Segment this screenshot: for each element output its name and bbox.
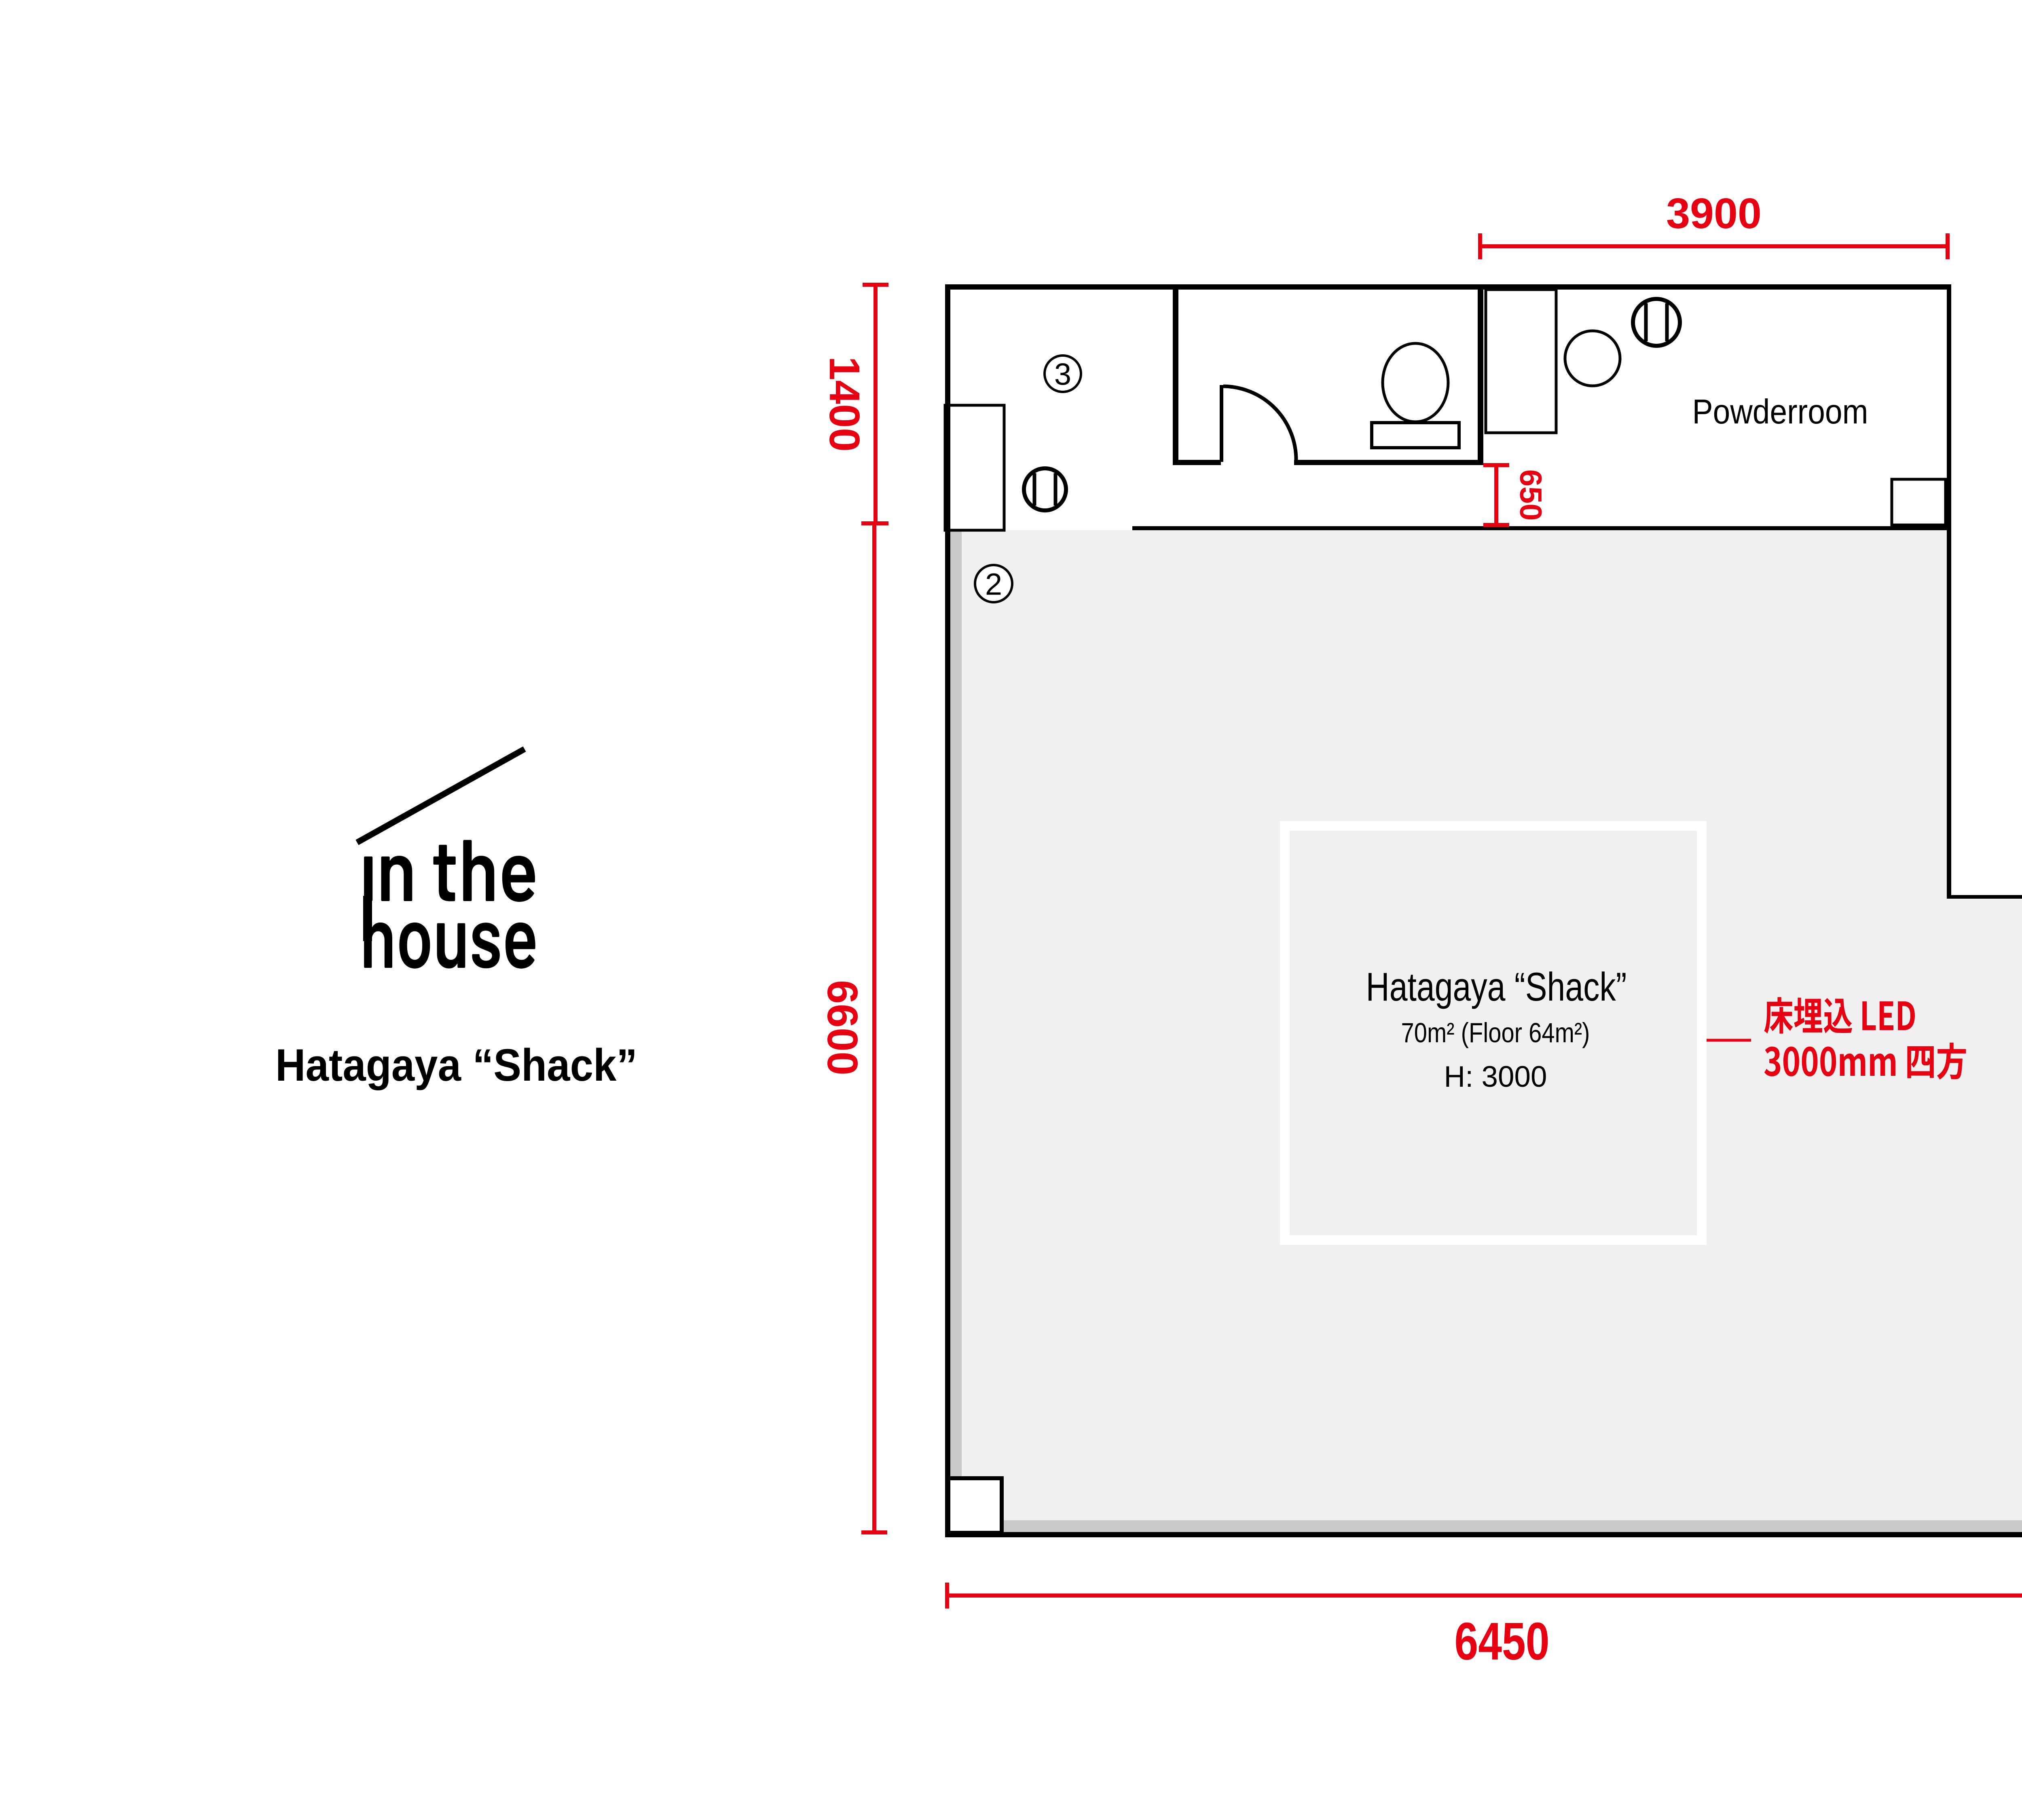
svg-text:Hatagaya “Shack”: Hatagaya “Shack” (275, 1040, 637, 1090)
svg-text:Hatagaya “Shack”: Hatagaya “Shack” (1366, 964, 1627, 1009)
svg-text:6600: 6600 (819, 980, 866, 1075)
svg-text:6450: 6450 (1455, 1611, 1550, 1671)
svg-text:70m² (Floor 64m²): 70m² (Floor 64m²) (1401, 1017, 1590, 1048)
svg-text:3: 3 (1054, 357, 1071, 392)
svg-text:1400: 1400 (821, 356, 868, 452)
svg-text:3900: 3900 (1666, 190, 1762, 237)
svg-text:650: 650 (1513, 470, 1548, 521)
svg-text:2: 2 (985, 567, 1002, 601)
svg-text:H: 3000: H: 3000 (1444, 1060, 1547, 1093)
svg-text:Powderroom: Powderroom (1692, 393, 1868, 431)
